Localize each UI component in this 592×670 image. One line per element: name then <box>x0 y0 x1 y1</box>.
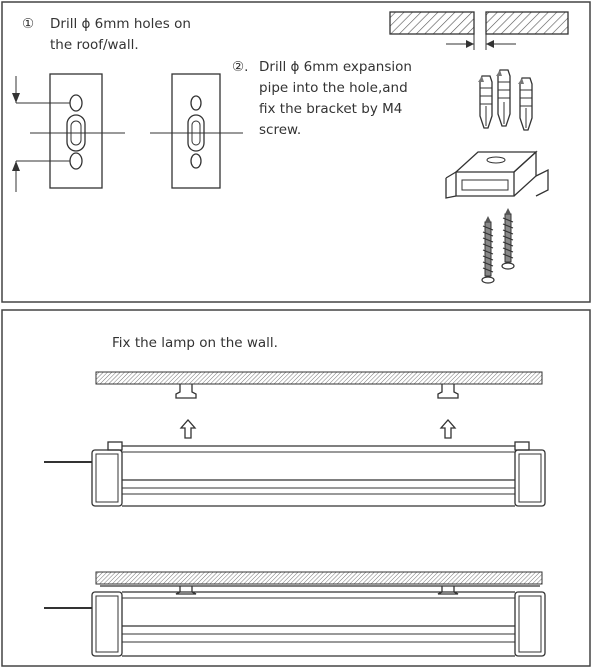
up-arrow-left <box>179 419 197 439</box>
bracket-plain <box>150 73 243 189</box>
step2-line3: fix the bracket by M4 <box>259 101 402 117</box>
panel-top-frame <box>1 1 591 303</box>
expansion-anchors <box>478 69 533 131</box>
up-arrow-right <box>439 419 457 439</box>
bracket-dimensioned <box>12 73 125 192</box>
step2-text: ②. Drill ϕ 6mm expansion pipe into the h… <box>232 59 416 138</box>
step1-line2: the roof/wall. <box>50 37 139 53</box>
ceiling-after <box>95 571 543 585</box>
ceiling-before <box>95 371 543 399</box>
panel-bottom-frame <box>1 309 591 667</box>
step1-marker: ① <box>22 16 34 32</box>
lamp-before <box>44 441 546 507</box>
step2-line1: Drill ϕ 6mm expansion <box>259 59 412 75</box>
step2-line2: pipe into the hole,and <box>259 80 408 96</box>
wall-section-hole <box>389 11 569 50</box>
step2-line4: screw. <box>259 122 301 138</box>
mounting-bracket-iso <box>445 150 549 199</box>
step1-line1: Drill ϕ 6mm holes on <box>50 16 191 32</box>
step1-text: ① Drill ϕ 6mm holes on the roof/wall. <box>22 16 195 53</box>
step2-marker: ②. <box>232 59 248 75</box>
m4-screws <box>481 208 515 284</box>
step3-caption: Fix the lamp on the wall. <box>112 335 278 351</box>
lamp-after <box>44 585 546 657</box>
